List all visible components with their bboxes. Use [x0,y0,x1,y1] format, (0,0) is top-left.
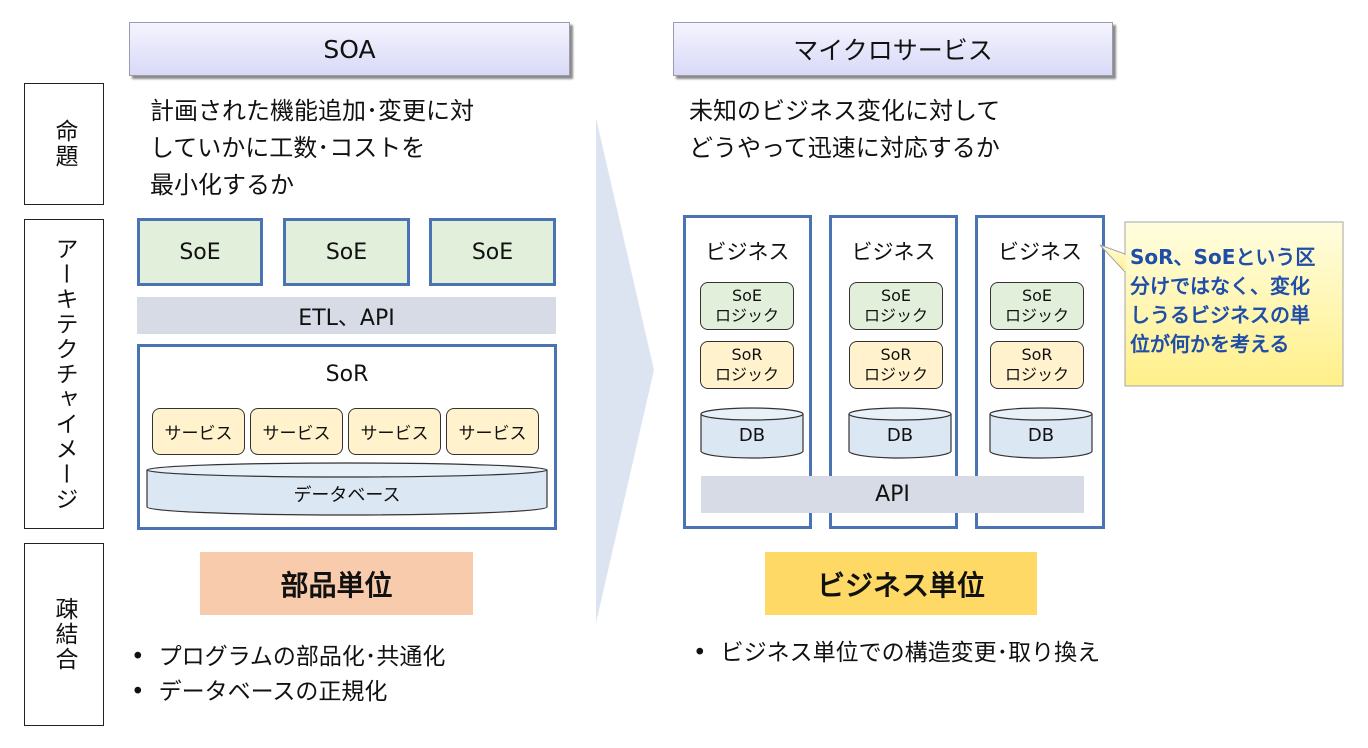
sor-label: SoR [325,362,369,387]
service-box: サービス [250,408,343,455]
microservices-bullets: ビジネス単位での構造変更･取り換え [693,636,1193,671]
callout-text: SoR、SoEという区 分けではなく、変化 しうるビジネスの単 位が何かを考える [1130,245,1316,356]
soa-title: SOA [323,34,376,64]
db-label: DB [1027,425,1055,446]
etl-api-bar: ETL、API [137,297,556,334]
row-label-proposition: 命題 [24,83,104,205]
sor-logic-box: SoR ロジック [700,341,794,389]
sor-logic-box: SoR ロジック [849,341,943,389]
soa-unit-label: 部品単位 [200,552,473,615]
soe-box: SoE [137,218,263,286]
business-title: ビジネス [705,240,790,264]
service-box: サービス [152,408,245,455]
soe-logic-box: SoE ロジック [849,282,943,330]
db-label: DB [886,425,914,446]
bullet-item: プログラムの部品化･共通化 [131,640,571,675]
db-cylinder [989,407,1093,459]
service-box: サービス [446,408,539,455]
business-title: ビジネス [851,240,936,264]
microservices-title: マイクロサービス [793,36,993,65]
api-bar: API [701,476,1084,513]
service-box: サービス [348,408,441,455]
db-cylinder [700,407,804,459]
soa-bullets: プログラムの部品化･共通化 データベースの正規化 [131,640,571,710]
db-label: DB [738,425,766,446]
database-label: データベース [293,485,401,506]
microservices-proposition: 未知のビジネス変化に対して どうやって迅速に対応するか [689,97,1001,162]
row-label-loose-coupling: 疎結合 [24,543,104,726]
soa-proposition: 計画された機能追加･変更に対 していかに工数･コストを 最小化するか [150,97,474,199]
bullet-item: データベースの正規化 [131,675,571,710]
bullet-item: ビジネス単位での構造変更･取り換え [693,636,1193,671]
business-title: ビジネス [998,240,1082,264]
microservices-header: マイクロサービス [673,22,1113,76]
sor-logic-box: SoR ロジック [990,341,1084,389]
db-cylinder [848,407,952,459]
soa-header: SOA [129,22,570,76]
row-label-architecture: アーキテクチャイメージ [24,219,104,529]
database-cylinder [146,462,548,516]
soe-logic-box: SoE ロジック [700,282,794,330]
soe-box: SoE [283,218,410,286]
callout-bubble [1099,221,1344,387]
microservices-unit-label: ビジネス単位 [765,552,1037,615]
transition-arrow [596,118,654,623]
soe-box: SoE [429,218,556,286]
soe-logic-box: SoE ロジック [990,282,1084,330]
